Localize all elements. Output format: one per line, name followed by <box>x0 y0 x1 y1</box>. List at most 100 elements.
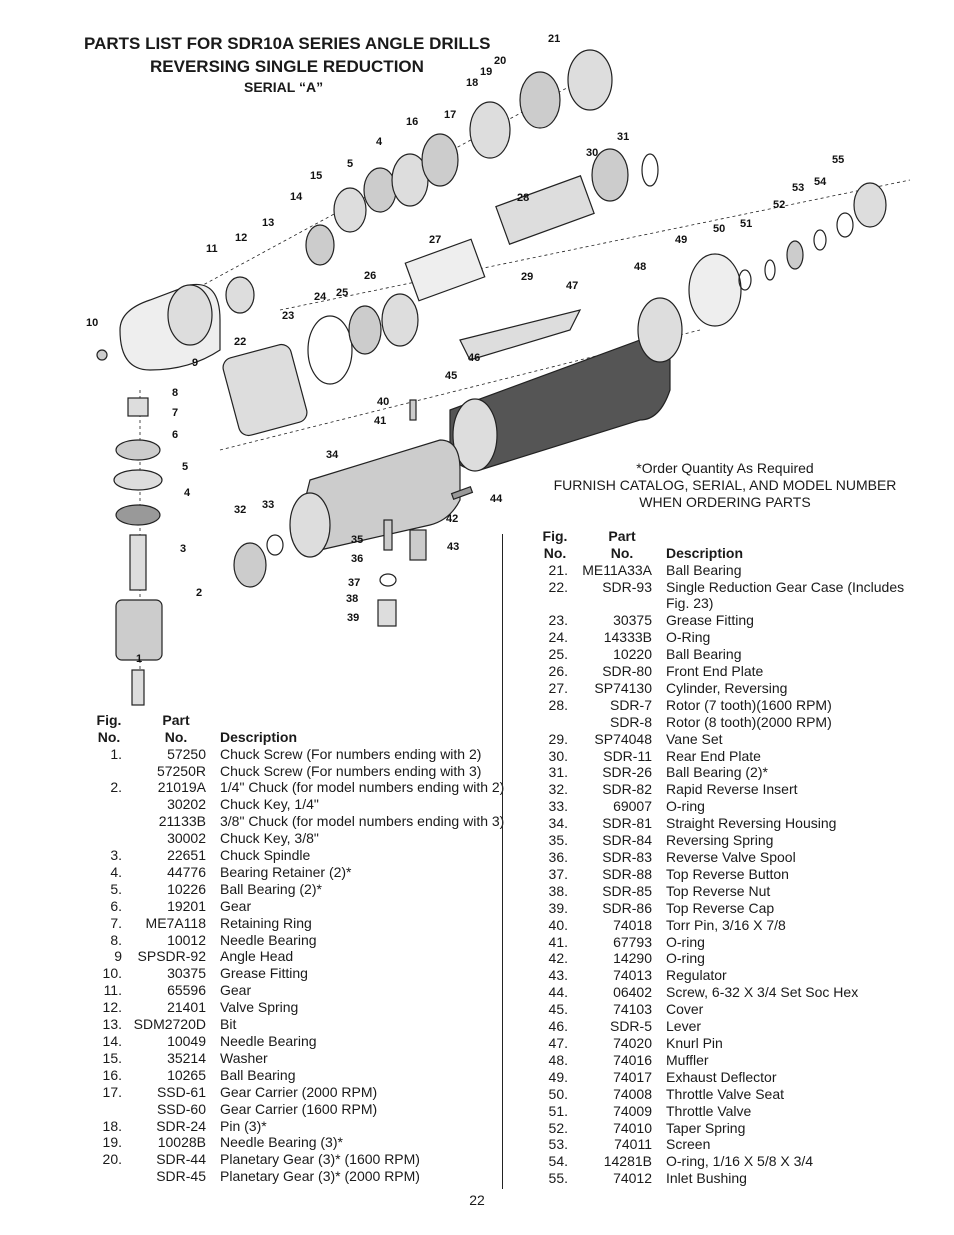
table-row: 41. 67793 O-ring <box>532 934 904 951</box>
callout-label: 46 <box>468 352 480 364</box>
callout-label: 40 <box>377 396 389 408</box>
callout-label: 3 <box>180 543 186 555</box>
part-description: Grease Fitting <box>220 965 308 982</box>
fig-number: 14. <box>102 1033 122 1049</box>
fig-number: 10. <box>102 965 122 982</box>
part-description: Bit <box>220 1016 237 1033</box>
callout-label: 14 <box>290 191 303 203</box>
fig-number: 25. <box>548 646 568 663</box>
callout-label: 26 <box>364 270 376 282</box>
fig-number: 20. <box>102 1151 122 1168</box>
part-description: Bearing Retainer (2)* <box>220 863 352 880</box>
part-number: 21401 <box>167 999 206 1016</box>
part-number <box>578 595 666 612</box>
part-description: Muffler <box>666 1051 709 1068</box>
part-number: 10226 <box>167 880 206 897</box>
fig-number <box>532 714 578 731</box>
part-description: Chuck Key, 1/4" <box>220 796 319 813</box>
fig-number: 3. <box>110 847 122 864</box>
part-number: ME11A33A <box>582 561 652 578</box>
part-description: 1/4" Chuck (for model numbers ending wit… <box>220 779 505 796</box>
callout-label: 22 <box>234 336 246 348</box>
fig-number: 43. <box>548 967 568 984</box>
fig-number: 47. <box>548 1034 568 1051</box>
fig-number: 26. <box>548 663 568 680</box>
part-description: Knurl Pin <box>666 1034 723 1051</box>
fig-number: 41. <box>548 933 568 950</box>
part-number: SDM2720D <box>133 1016 206 1033</box>
fig-number: 34. <box>548 815 568 832</box>
part-description: Angle Head <box>220 948 294 965</box>
callout-label: 27 <box>429 234 441 246</box>
part-description: Top Reverse Button <box>666 865 789 882</box>
callout-label: 21 <box>548 33 560 45</box>
fig-number: 30. <box>548 747 568 764</box>
fig-number: 29. <box>548 730 568 747</box>
callout-label: 29 <box>521 271 533 283</box>
order-note: *Order Quantity As Required FURNISH CATA… <box>540 460 910 511</box>
part-description: Planetary Gear (3)* (2000 RPM) <box>220 1168 420 1185</box>
part-description: Throttle Valve <box>666 1102 752 1119</box>
part-description: Chuck Key, 3/8" <box>220 830 319 847</box>
part-number: 30375 <box>613 612 652 629</box>
part-description: Top Reverse Nut <box>666 882 771 899</box>
header-description: Description <box>666 544 744 561</box>
part-description: Ball Bearing <box>666 646 742 663</box>
fig-number: 19. <box>102 1134 122 1151</box>
part-number: 74012 <box>613 1170 652 1187</box>
part-number: SDR-80 <box>602 663 652 680</box>
part-number: 74016 <box>613 1051 652 1068</box>
part-description: Exhaust Deflector <box>666 1068 777 1085</box>
table-row: Fig. 23) <box>532 595 904 612</box>
part-number: SSD-61 <box>156 1083 206 1100</box>
page-title: PARTS LIST FOR SDR10A SERIES ANGLE DRILL… <box>84 32 494 96</box>
callout-label: 41 <box>374 415 386 427</box>
part-description: Gear Carrier (1600 RPM) <box>220 1100 378 1117</box>
callout-label: 2 <box>196 587 202 599</box>
part-description: Top Reverse Cap <box>666 899 775 916</box>
part-description: Rotor (8 tooth)(2000 RPM) <box>666 713 832 730</box>
callout-label: 36 <box>351 553 363 565</box>
part-number: 06402 <box>613 984 652 1001</box>
part-number: 10220 <box>613 646 652 663</box>
part-description: Ball Bearing <box>220 1066 296 1083</box>
note-line-3: WHEN ORDERING PARTS <box>639 494 811 510</box>
part-description: Fig. 23) <box>666 595 714 612</box>
part-description: O-ring <box>666 933 705 950</box>
part-number: 67793 <box>613 933 652 950</box>
part-number: 10028B <box>157 1134 206 1151</box>
part-number: 69007 <box>613 798 652 815</box>
part-description: Vane Set <box>666 730 723 747</box>
callout-label: 31 <box>617 131 629 143</box>
callout-label: 20 <box>494 55 506 67</box>
part-description: Front End Plate <box>666 663 764 680</box>
callout-label: 39 <box>347 612 359 624</box>
callout-label: 47 <box>566 280 578 292</box>
part-number: SPSDR-92 <box>137 948 206 965</box>
fig-number: 15. <box>102 1049 122 1066</box>
callout-label: 19 <box>480 66 492 78</box>
fig-number: 11. <box>103 982 122 999</box>
part-description: O-ring, 1/16 X 5/8 X 3/4 <box>666 1153 814 1170</box>
part-number: 10012 <box>167 931 206 948</box>
part-description: Straight Reversing Housing <box>666 815 837 832</box>
part-description: O-ring <box>666 950 705 967</box>
